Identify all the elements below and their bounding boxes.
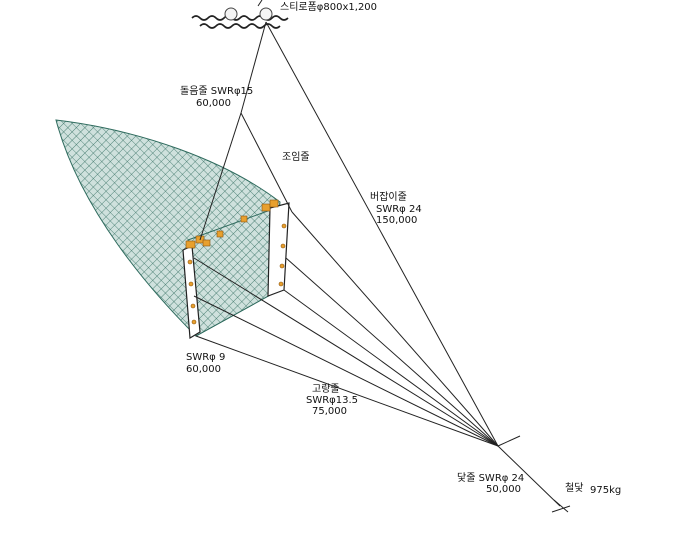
fixing-line-label: 고랑줄 — [312, 383, 340, 395]
mouth-line-length: 60,000 — [196, 98, 231, 109]
float-rope — [257, 0, 263, 7]
float-buoy — [224, 7, 238, 21]
anchor-line-label: 닻줄 SWRφ 24 — [457, 472, 524, 484]
fixing-line-length: 75,000 — [312, 406, 347, 417]
bridle-spec: SWRφ 24 — [376, 204, 422, 215]
lower-line-label: SWRφ 9 — [186, 352, 225, 363]
fixing-line-spec: SWRφ13.5 — [306, 395, 358, 406]
anchor-icon — [551, 499, 571, 513]
lower-line-length: 60,000 — [186, 364, 221, 375]
water-surface — [191, 15, 289, 29]
bridle-label: 버잡이줄 — [370, 191, 407, 203]
bridle-length: 150,000 — [376, 215, 417, 226]
headline-floats — [185, 199, 287, 325]
mouth-line-label: 돌음줄 SWRφ15 — [180, 85, 253, 97]
float-label: 스티로폼φ800x1,200 — [280, 1, 377, 13]
purse-line-label: 조임줄 — [282, 150, 310, 163]
float-buoys — [224, 7, 273, 21]
anchor-weight: 975kg — [590, 485, 621, 496]
anchor-line-length: 50,000 — [486, 484, 521, 495]
anchor-label: 철닻 — [565, 482, 583, 494]
mouth-frame-right — [267, 202, 290, 297]
rope-lines — [193, 21, 561, 507]
float-buoy — [259, 7, 273, 21]
